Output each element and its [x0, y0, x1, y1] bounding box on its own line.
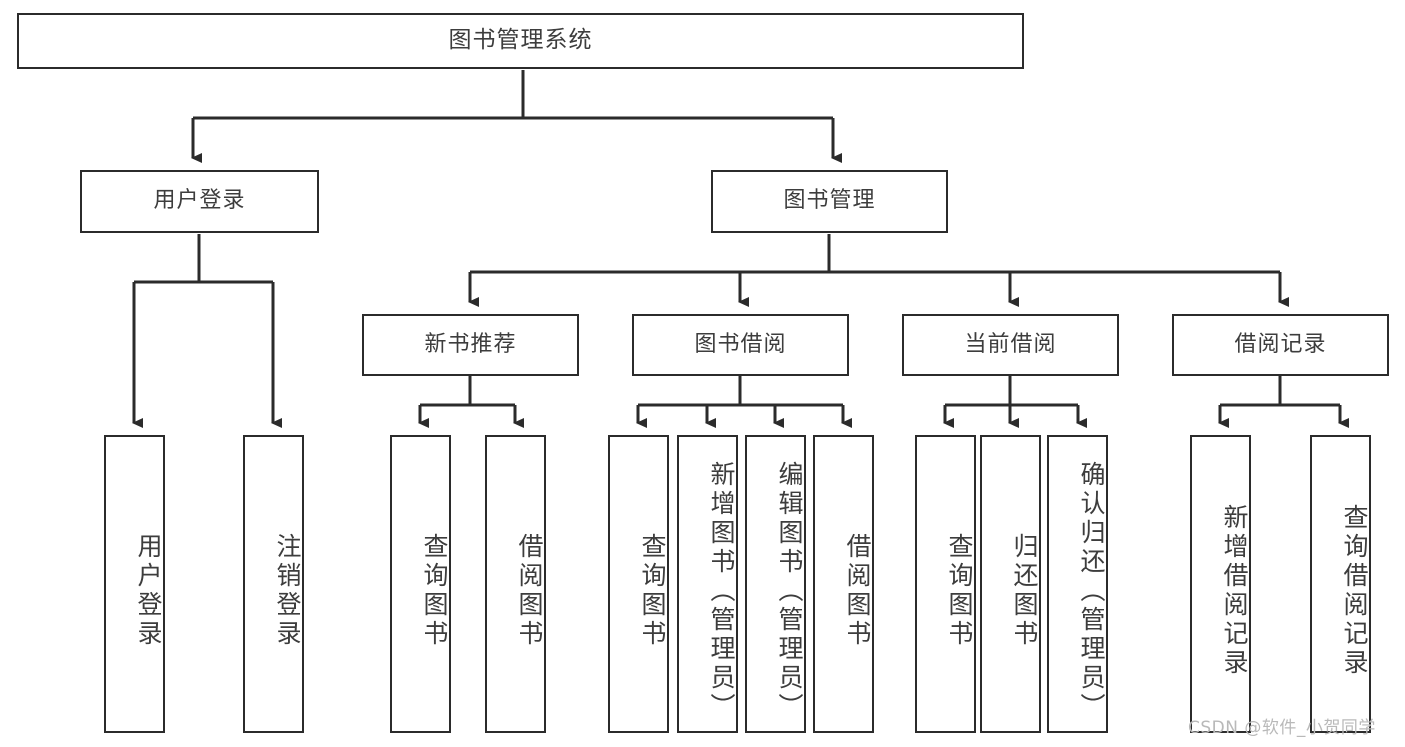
node-label: 查询借阅记录: [1340, 504, 1369, 678]
leaf-user-login-login[interactable]: 用户登录: [104, 435, 165, 733]
leaf-borrow-edit-book[interactable]: 编辑图书（管理员）: [745, 435, 806, 733]
node-label: 新书推荐: [424, 331, 517, 357]
leaf-borrow-add-book[interactable]: 新增图书（管理员）: [677, 435, 738, 733]
node-label: 编辑图书（管理员）: [775, 460, 804, 722]
node-root-system[interactable]: 图书管理系统: [17, 13, 1024, 69]
node-label: 用户登录: [134, 533, 163, 649]
node-label: 新增借阅记录: [1220, 504, 1249, 678]
leaf-current-query-book[interactable]: 查询图书: [915, 435, 976, 733]
node-borrow-records[interactable]: 借阅记录: [1172, 314, 1389, 376]
node-current-borrow[interactable]: 当前借阅: [902, 314, 1119, 376]
leaf-borrow-borrow-book[interactable]: 借阅图书: [813, 435, 874, 733]
node-label: 当前借阅: [964, 331, 1057, 357]
node-label: 借阅记录: [1234, 331, 1327, 357]
node-user-login[interactable]: 用户登录: [80, 170, 319, 233]
watermark-text: CSDN @软件_小贺同学: [1188, 718, 1376, 738]
node-new-book-recommend[interactable]: 新书推荐: [362, 314, 579, 376]
leaf-current-return-book[interactable]: 归还图书: [980, 435, 1041, 733]
node-label: 查询图书: [945, 533, 974, 649]
node-label: 注销登录: [273, 533, 302, 649]
leaf-user-login-logout[interactable]: 注销登录: [243, 435, 304, 733]
node-label: 借阅图书: [843, 533, 872, 649]
leaf-records-add-record[interactable]: 新增借阅记录: [1190, 435, 1251, 733]
node-label: 图书借阅: [694, 331, 787, 357]
node-label: 新增图书（管理员）: [707, 460, 736, 722]
node-label: 借阅图书: [515, 533, 544, 649]
node-label: 查询图书: [638, 533, 667, 649]
node-label: 归还图书: [1010, 533, 1039, 649]
node-label: 图书管理系统: [448, 27, 593, 54]
node-label: 确认归还（管理员）: [1077, 460, 1106, 722]
leaf-new-book-borrow[interactable]: 借阅图书: [485, 435, 546, 733]
node-book-management[interactable]: 图书管理: [711, 170, 948, 233]
leaf-new-book-query[interactable]: 查询图书: [390, 435, 451, 733]
leaf-current-confirm-return[interactable]: 确认归还（管理员）: [1047, 435, 1108, 733]
leaf-records-query-record[interactable]: 查询借阅记录: [1310, 435, 1371, 733]
node-label: 图书管理: [783, 188, 876, 214]
node-book-borrow[interactable]: 图书借阅: [632, 314, 849, 376]
node-label: 用户登录: [153, 188, 246, 214]
leaf-borrow-query-book[interactable]: 查询图书: [608, 435, 669, 733]
node-label: 查询图书: [420, 533, 449, 649]
